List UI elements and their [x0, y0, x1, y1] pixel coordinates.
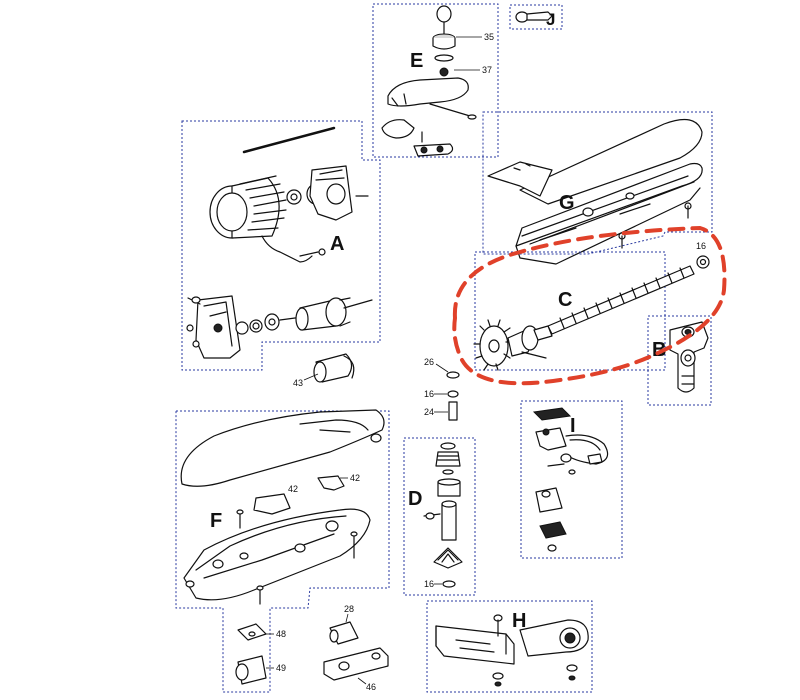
group-a-box	[181, 120, 381, 371]
part-number-16-mid: 16	[424, 389, 434, 399]
label-f: F	[210, 510, 222, 532]
group-g-box	[482, 111, 713, 255]
group-c: 16 C	[473, 241, 710, 371]
group-g: G	[482, 111, 713, 265]
label-j: J	[546, 10, 555, 29]
group-i: I	[520, 400, 623, 559]
label-b: B	[652, 339, 666, 361]
group-i-box	[520, 400, 623, 559]
group-j: J	[509, 4, 563, 30]
group-j-box	[509, 4, 563, 30]
part-number-35: 35	[484, 32, 494, 42]
group-b: B	[647, 315, 712, 406]
parts-28-46: 28 46	[323, 604, 389, 692]
group-f-box	[175, 410, 390, 693]
label-e: E	[410, 50, 423, 72]
part-number-43: 43	[293, 378, 303, 388]
group-d-box	[403, 437, 476, 596]
group-e-box	[372, 3, 499, 158]
part-number-42-right: 42	[350, 473, 360, 483]
part-number-28: 28	[344, 604, 354, 614]
part-number-24: 24	[424, 407, 434, 417]
group-d: D 16	[403, 437, 476, 596]
label-i: I	[570, 415, 576, 437]
stack-parts: 26 16 24	[424, 357, 460, 421]
part-number-49: 49	[276, 663, 286, 673]
group-c-box	[474, 251, 666, 371]
part-number-26: 26	[424, 357, 434, 367]
part-number-37: 37	[482, 65, 492, 75]
label-h: H	[512, 610, 526, 632]
part-number-42-top: 42	[288, 484, 298, 494]
part-number-46: 46	[366, 682, 376, 692]
part-number-48: 48	[276, 629, 286, 639]
label-g: G	[559, 192, 575, 214]
group-a: A 43	[181, 120, 381, 388]
part-number-16-d: 16	[424, 579, 434, 589]
highlight-outline	[452, 225, 727, 386]
group-f: 42 42 F 48 49	[175, 409, 390, 693]
label-a: A	[330, 233, 344, 255]
group-h: H	[426, 600, 593, 693]
group-e: E 35 37	[372, 3, 499, 158]
label-c: C	[558, 289, 572, 311]
label-d: D	[408, 488, 422, 510]
part-number-16-c: 16	[696, 241, 706, 251]
